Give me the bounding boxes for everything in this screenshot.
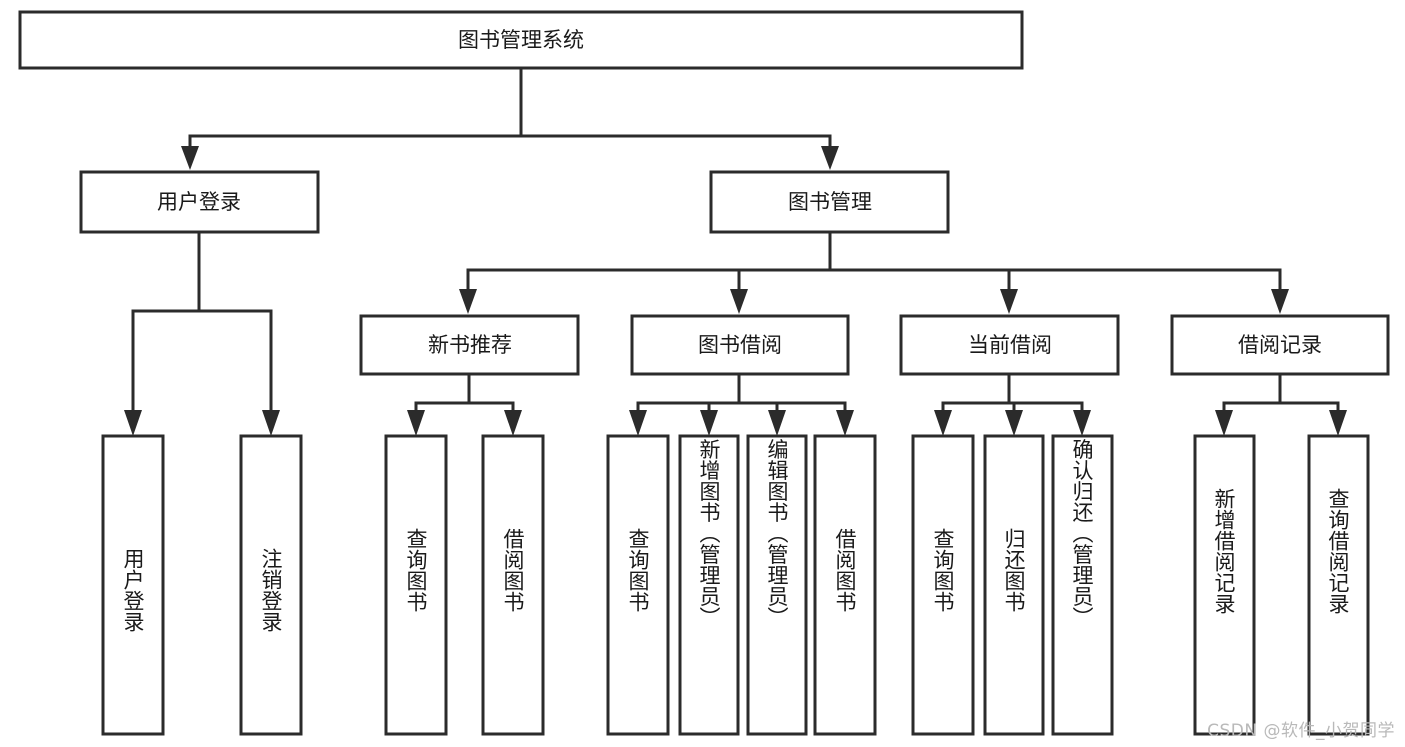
arrow-head-leaf-book-borrow-2 bbox=[700, 410, 718, 436]
leaf-current-borrow-3[interactable]: 确认归还（管理员） bbox=[1051, 434, 1114, 736]
leaf-new-book-1[interactable]: 查询图书 bbox=[384, 434, 448, 736]
arrow-head-leaf-current-borrow-1 bbox=[934, 410, 952, 436]
arrow-head-current-borrow bbox=[1000, 289, 1018, 314]
node-book-manage[interactable]: 图书管理 bbox=[709, 170, 950, 234]
node-root-label: 图书管理系统 bbox=[458, 28, 584, 52]
node-borrow-record-box[interactable] bbox=[1170, 314, 1390, 376]
leaf-borrow-record-2-box[interactable] bbox=[1307, 434, 1370, 736]
node-root-box[interactable] bbox=[18, 10, 1024, 70]
leaf-user-login-1-box[interactable] bbox=[101, 434, 165, 736]
arrow-head-leaf-borrow-record-1 bbox=[1215, 410, 1233, 436]
leaf-current-borrow-3-box[interactable] bbox=[1051, 434, 1114, 736]
arrow-head-leaf-book-borrow-4 bbox=[836, 410, 854, 436]
leaf-book-borrow-2-box[interactable] bbox=[678, 434, 740, 736]
leaf-book-borrow-4-label: 借阅图书 bbox=[833, 528, 857, 612]
leaf-borrow-record-1-box[interactable] bbox=[1193, 434, 1256, 736]
connector-group-current-borrow bbox=[934, 372, 1091, 436]
arrow-head-leaf-book-borrow-3 bbox=[768, 410, 786, 436]
connector-group-book-manage bbox=[459, 230, 1289, 314]
node-borrow-record[interactable]: 借阅记录 bbox=[1170, 314, 1390, 376]
node-book-borrow-label: 图书借阅 bbox=[698, 333, 782, 357]
leaf-book-borrow-3-box[interactable] bbox=[746, 434, 808, 736]
connector-group-borrow-record bbox=[1215, 372, 1347, 436]
leaf-current-borrow-1-label: 查询图书 bbox=[931, 528, 955, 612]
leaf-new-book-2-label: 借阅图书 bbox=[501, 528, 525, 612]
leaf-current-borrow-3-label: 确认归还（管理员） bbox=[1070, 439, 1094, 628]
arrow-head-leaf-current-borrow-3 bbox=[1073, 410, 1091, 436]
arrow-head-leaf-book-borrow-1 bbox=[629, 410, 647, 436]
leaf-user-login-2-box[interactable] bbox=[239, 434, 303, 736]
leaf-current-borrow-1[interactable]: 查询图书 bbox=[911, 434, 975, 736]
arrow-head-leaf-new-book-2 bbox=[504, 410, 522, 436]
leaf-new-book-2-box[interactable] bbox=[481, 434, 545, 736]
node-current-borrow[interactable]: 当前借阅 bbox=[899, 314, 1120, 376]
connector-group-user-login bbox=[124, 230, 280, 436]
connector-group-new-book bbox=[407, 372, 522, 436]
node-current-borrow-label: 当前借阅 bbox=[968, 333, 1052, 357]
leaf-current-borrow-2-label: 归还图书 bbox=[1002, 528, 1026, 612]
arrow-head-leaf-user-login-1 bbox=[124, 410, 142, 436]
leaf-current-borrow-2-box[interactable] bbox=[983, 434, 1045, 736]
leaf-user-login-1-label: 用户登录 bbox=[121, 548, 145, 632]
node-book-manage-box[interactable] bbox=[709, 170, 950, 234]
leaf-book-borrow-1-box[interactable] bbox=[606, 434, 670, 736]
node-new-book-recommend[interactable]: 新书推荐 bbox=[359, 314, 580, 376]
leaf-borrow-record-1[interactable]: 新增借阅记录 bbox=[1193, 434, 1256, 736]
arrow-head-leaf-user-login-2 bbox=[262, 410, 280, 436]
node-user-login[interactable]: 用户登录 bbox=[79, 170, 320, 234]
leaf-book-borrow-3[interactable]: 编辑图书（管理员） bbox=[746, 434, 808, 736]
arrow-head-leaf-borrow-record-2 bbox=[1329, 410, 1347, 436]
node-borrow-record-label: 借阅记录 bbox=[1238, 333, 1322, 357]
leaf-book-borrow-1-label: 查询图书 bbox=[626, 528, 650, 612]
leaf-current-borrow-2[interactable]: 归还图书 bbox=[983, 434, 1045, 736]
node-user-login-label: 用户登录 bbox=[157, 190, 241, 214]
node-book-borrow-box[interactable] bbox=[630, 314, 850, 376]
connector-group-book-borrow bbox=[629, 372, 854, 436]
leaf-book-borrow-1[interactable]: 查询图书 bbox=[606, 434, 670, 736]
leaf-borrow-record-1-label: 新增借阅记录 bbox=[1212, 488, 1236, 614]
node-new-book-recommend-label: 新书推荐 bbox=[428, 333, 512, 357]
node-current-borrow-box[interactable] bbox=[899, 314, 1120, 376]
leaf-current-borrow-1-box[interactable] bbox=[911, 434, 975, 736]
arrow-head-leaf-current-borrow-2 bbox=[1005, 410, 1023, 436]
leaf-new-book-2[interactable]: 借阅图书 bbox=[481, 434, 545, 736]
node-new-book-recommend-box[interactable] bbox=[359, 314, 580, 376]
connector-group-root bbox=[181, 66, 839, 170]
leaf-book-borrow-4-box[interactable] bbox=[813, 434, 877, 736]
leaf-book-borrow-4[interactable]: 借阅图书 bbox=[813, 434, 877, 736]
leaf-book-borrow-2[interactable]: 新增图书（管理员） bbox=[678, 434, 740, 736]
arrow-head-leaf-new-book-1 bbox=[407, 410, 425, 436]
leaf-new-book-1-label: 查询图书 bbox=[404, 528, 428, 612]
arrow-head-new-book bbox=[459, 289, 477, 314]
arrow-head-borrow-record bbox=[1271, 289, 1289, 314]
leaf-book-borrow-3-label: 编辑图书（管理员） bbox=[765, 439, 789, 628]
leaf-borrow-record-2-label: 查询借阅记录 bbox=[1326, 488, 1350, 614]
leaf-new-book-1-box[interactable] bbox=[384, 434, 448, 736]
node-user-login-box[interactable] bbox=[79, 170, 320, 234]
node-book-borrow[interactable]: 图书借阅 bbox=[630, 314, 850, 376]
node-book-manage-label: 图书管理 bbox=[788, 190, 872, 214]
leaf-book-borrow-2-label: 新增图书（管理员） bbox=[697, 439, 721, 628]
leaf-user-login-2-label: 注销登录 bbox=[259, 548, 283, 632]
arrow-head-user-login bbox=[181, 146, 199, 170]
node-root[interactable]: 图书管理系统 bbox=[18, 10, 1024, 70]
leaf-borrow-record-2[interactable]: 查询借阅记录 bbox=[1307, 434, 1370, 736]
arrow-head-book-manage bbox=[821, 146, 839, 170]
leaf-user-login-1[interactable]: 用户登录 bbox=[101, 434, 165, 736]
leaf-user-login-2[interactable]: 注销登录 bbox=[239, 434, 303, 736]
arrow-head-book-borrow bbox=[730, 289, 748, 314]
